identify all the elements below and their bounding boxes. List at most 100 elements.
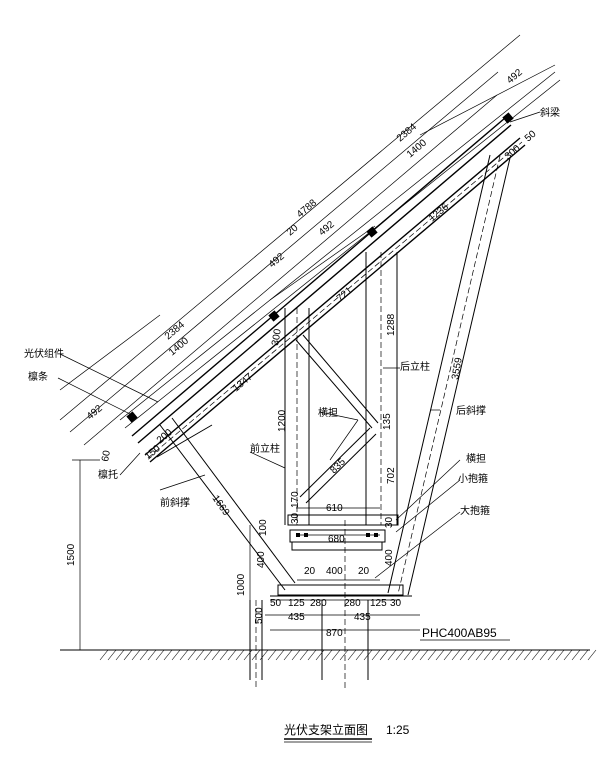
dim-702: 702 (386, 467, 397, 484)
ground-hatch-line (539, 649, 549, 661)
purlin-clamps (126, 112, 514, 423)
pv-module-panel (119, 71, 561, 444)
ground-hatch-line (275, 649, 285, 661)
dim-435-l: 435 (288, 612, 305, 623)
dim-400-mid: 400 (326, 566, 343, 577)
dim-30-b: 30 (390, 598, 402, 609)
dim-680: 680 (328, 534, 345, 545)
ground-hatch-line (155, 649, 165, 661)
ground-hatch-line (123, 649, 133, 661)
cross-brace (295, 334, 379, 504)
ground-hatch-line (187, 649, 197, 661)
ground-hatch-line (227, 649, 237, 661)
label-purlin-bracket: 檩托 (98, 468, 118, 481)
ground-hatch-line (379, 649, 389, 661)
dim-1288: 1288 (386, 313, 397, 336)
dim-60: 60 (100, 449, 113, 462)
dim-280-l: 280 (310, 598, 327, 609)
label-oblique-beam: 斜梁 (540, 106, 560, 119)
dim-170: 170 (290, 491, 301, 508)
dim-610: 610 (326, 503, 343, 514)
ground-hatch-line (131, 649, 141, 661)
dim-135: 135 (382, 413, 393, 430)
dim-125-r: 125 (370, 598, 387, 609)
dim-400-left: 400 (256, 551, 267, 568)
ground-hatch-line (203, 649, 213, 661)
dim-870: 870 (326, 628, 343, 639)
ground-hatch-line (235, 649, 245, 661)
front-brace (156, 417, 296, 591)
ground-hatch-line (547, 649, 557, 661)
dim-1500: 1500 (66, 543, 77, 566)
ground-hatch-line (259, 649, 269, 661)
ground-hatch-line (555, 649, 565, 661)
dim-100: 100 (258, 519, 269, 536)
ground-hatch-line (587, 649, 597, 661)
ground-hatch-line (267, 649, 277, 661)
ground-hatch-line (315, 649, 325, 661)
ground-hatch-line (171, 649, 181, 661)
ground-hatch-line (427, 649, 437, 661)
ground-hatch-line (347, 649, 357, 661)
ground-hatch-line (475, 649, 485, 661)
ground-hatch-line (491, 649, 501, 661)
ground-hatch-line (459, 649, 469, 661)
label-crossbar-middle: 横担 (318, 406, 338, 419)
ground-hatch-line (395, 649, 405, 661)
front-column (284, 308, 310, 525)
dim-4788: 4788 (295, 197, 319, 220)
ground-hatch-line (419, 649, 429, 661)
dim-492-top: 492 (505, 67, 525, 86)
ground-hatch-line (331, 649, 341, 661)
ground-hatch-line (179, 649, 189, 661)
drawing-title-name: 光伏支架立面图 (284, 722, 368, 737)
rear-brace (387, 154, 511, 596)
dim-435-r: 435 (354, 612, 371, 623)
ground-hatch-line (571, 649, 581, 661)
ground-hatch-line (507, 649, 517, 661)
dim-492-bottom: 492 (85, 403, 105, 422)
dimension-texts: 4788 2384 492 1400 300 50 1236 20 492 49… (66, 67, 539, 639)
label-large-hoop: 大抱箍 (460, 504, 490, 517)
ground-hatch-line (147, 649, 157, 661)
label-small-hoop: 小抱箍 (458, 472, 488, 485)
drawing-title-scale: 1:25 (386, 723, 410, 737)
dim-20-top: 20 (285, 222, 301, 238)
drawing-title: 光伏支架立面图 1:25 (284, 722, 410, 743)
ground-hatch-line (219, 649, 229, 661)
ground-hatch-line (443, 649, 453, 661)
ground-hatch-line (563, 649, 573, 661)
label-front-column: 前立柱 (250, 442, 280, 455)
ground-hatch-line (211, 649, 221, 661)
ground-hatch-line (371, 649, 381, 661)
dim-125-l: 125 (288, 598, 305, 609)
label-pv-module: 光伏组件 (24, 347, 64, 360)
leader-lines (57, 111, 541, 579)
dim-280-r: 280 (344, 598, 361, 609)
dim-150: 150 (143, 443, 163, 462)
ground-hatch-line (291, 649, 301, 661)
dim-835: 835 (328, 456, 348, 476)
dim-1200: 1200 (277, 409, 288, 432)
dim-30-left: 30 (290, 512, 301, 524)
ground-hatch-line (499, 649, 509, 661)
dim-30-right: 30 (384, 516, 395, 528)
dim-20-b1: 20 (304, 566, 316, 577)
ground-hatch-line (323, 649, 333, 661)
ground-hatch-line (403, 649, 413, 661)
dim-50-top: 50 (523, 128, 539, 144)
label-front-brace: 前斜撑 (160, 496, 190, 509)
ground-hatch-line (451, 649, 461, 661)
ground-hatch-line (355, 649, 365, 661)
dim-1000: 1000 (236, 573, 247, 596)
ground-hatch-line (483, 649, 493, 661)
label-purlin: 檩条 (28, 370, 48, 383)
ground-hatch-line (339, 649, 349, 661)
base-plate (270, 584, 412, 597)
ground-hatch-line (579, 649, 589, 661)
dim-500: 500 (254, 607, 265, 624)
dimension-lines (59, 34, 556, 650)
ground-hatch-line (163, 649, 173, 661)
ground-hatch-line (299, 649, 309, 661)
ground-hatch-line (139, 649, 149, 661)
